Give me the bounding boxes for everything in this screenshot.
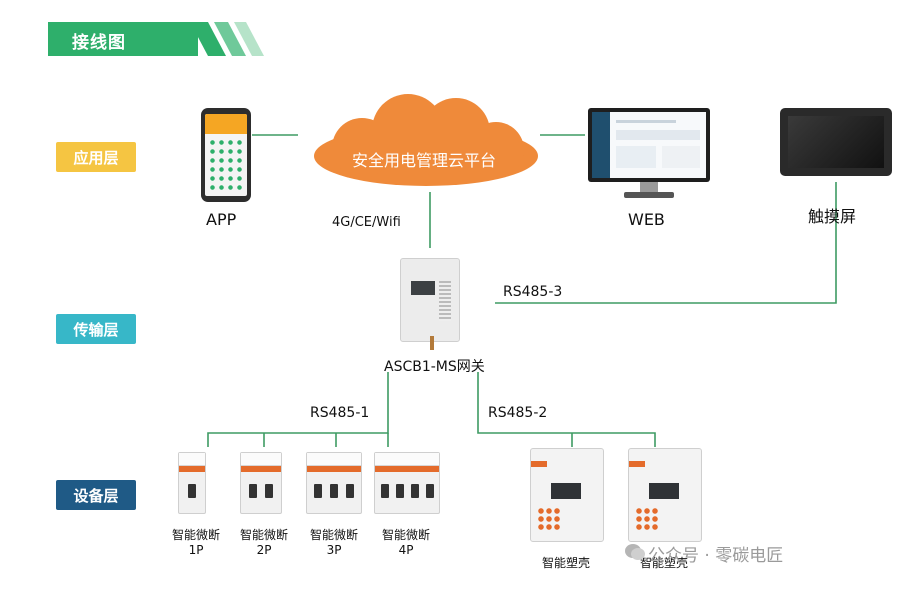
monitor-icon	[588, 108, 710, 182]
page-title: 接线图	[72, 33, 126, 53]
breaker-1p	[178, 452, 206, 514]
watermark-text: 公众号 · 零碳电匠	[648, 546, 784, 566]
layer-transmission: 传输层	[56, 314, 136, 344]
cloud-icon	[314, 94, 538, 186]
breaker-3p	[306, 452, 362, 514]
link-gateway-mccb	[477, 372, 656, 447]
touchscreen-icon	[780, 108, 892, 176]
touch-label: 触摸屏	[808, 207, 857, 226]
mccb-1-label: 智能塑壳	[541, 556, 590, 570]
cloud-platform-label: 安全用电管理云平台	[352, 151, 497, 170]
banner-stripes	[190, 22, 264, 56]
web-label: WEB	[628, 210, 665, 229]
gateway-device	[400, 258, 460, 342]
link-gateway-breakers	[207, 372, 389, 447]
breaker-4p	[374, 452, 440, 514]
mccb-2	[628, 448, 702, 542]
link-label-rs485-2: RS485-2	[488, 405, 548, 421]
monitor-stand	[640, 182, 658, 192]
layer-application: 应用层	[56, 142, 136, 172]
link-label-rs485-1: RS485-1	[310, 405, 370, 421]
wechat-icon	[625, 544, 645, 560]
antenna-icon	[430, 336, 434, 350]
link-label-rs485-3: RS485-3	[503, 284, 563, 300]
breaker-2p	[240, 452, 282, 514]
header-banner	[48, 22, 198, 56]
link-label-4g: 4G/CE/Wifi	[332, 215, 401, 230]
monitor-base	[624, 192, 674, 198]
layer-device: 设备层	[56, 480, 136, 510]
mccb-2-label: 智能塑壳	[639, 556, 688, 570]
link-gateway-touch	[495, 182, 837, 304]
gateway-label: ASCB1-MS网关	[384, 359, 485, 375]
app-label: APP	[206, 210, 237, 229]
phone-icon	[201, 108, 251, 202]
mccb-1	[530, 448, 604, 542]
